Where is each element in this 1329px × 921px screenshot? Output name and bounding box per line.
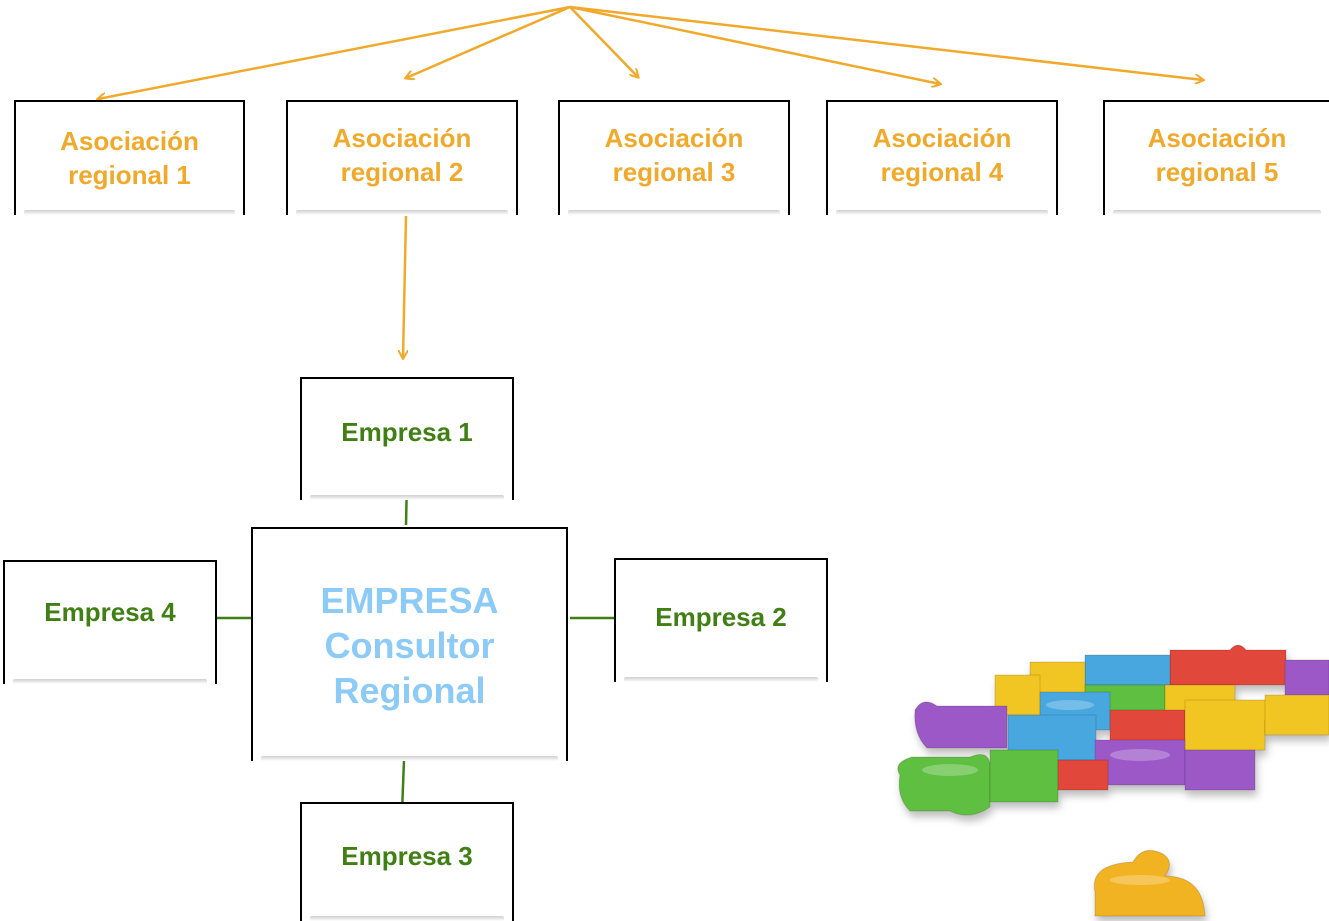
arrow-assoc2-to-empresa: [403, 215, 406, 358]
association-box-5: Asociación regional 5: [1103, 100, 1329, 215]
central-company-box: EMPRESA Consultor Regional: [251, 527, 568, 761]
arrow-to-assoc-2: [406, 5, 571, 78]
company-label-3: Empresa 3: [341, 840, 473, 871]
central-company-label: EMPRESA Consultor Regional: [320, 579, 499, 711]
arrow-to-assoc-5: [569, 5, 1203, 80]
association-label-1: Asociación regional 1: [60, 125, 199, 190]
company-box-2: Empresa 2: [614, 558, 828, 682]
company-label-2: Empresa 2: [655, 602, 787, 633]
association-box-1: Asociación regional 1: [14, 100, 245, 215]
arrow-to-assoc-1: [98, 5, 571, 99]
company-box-4: Empresa 4: [3, 560, 217, 684]
arrow-to-assoc-4: [569, 5, 940, 84]
company-box-1: Empresa 1: [300, 377, 514, 500]
arrow-to-assoc-3: [569, 6, 638, 77]
company-label-4: Empresa 4: [44, 597, 176, 628]
association-box-3: Asociación regional 3: [558, 100, 790, 215]
association-box-4: Asociación regional 4: [826, 100, 1058, 215]
company-label-1: Empresa 1: [341, 416, 473, 447]
association-label-4: Asociación regional 4: [872, 122, 1012, 187]
association-label-2: Asociación regional 2: [332, 122, 472, 187]
association-label-3: Asociación regional 3: [604, 122, 744, 187]
association-label-5: Asociación regional 5: [1147, 122, 1287, 187]
puzzle-pieces-illustration: [897, 644, 1329, 917]
company-box-3: Empresa 3: [300, 802, 514, 921]
association-box-2: Asociación regional 2: [286, 100, 518, 215]
